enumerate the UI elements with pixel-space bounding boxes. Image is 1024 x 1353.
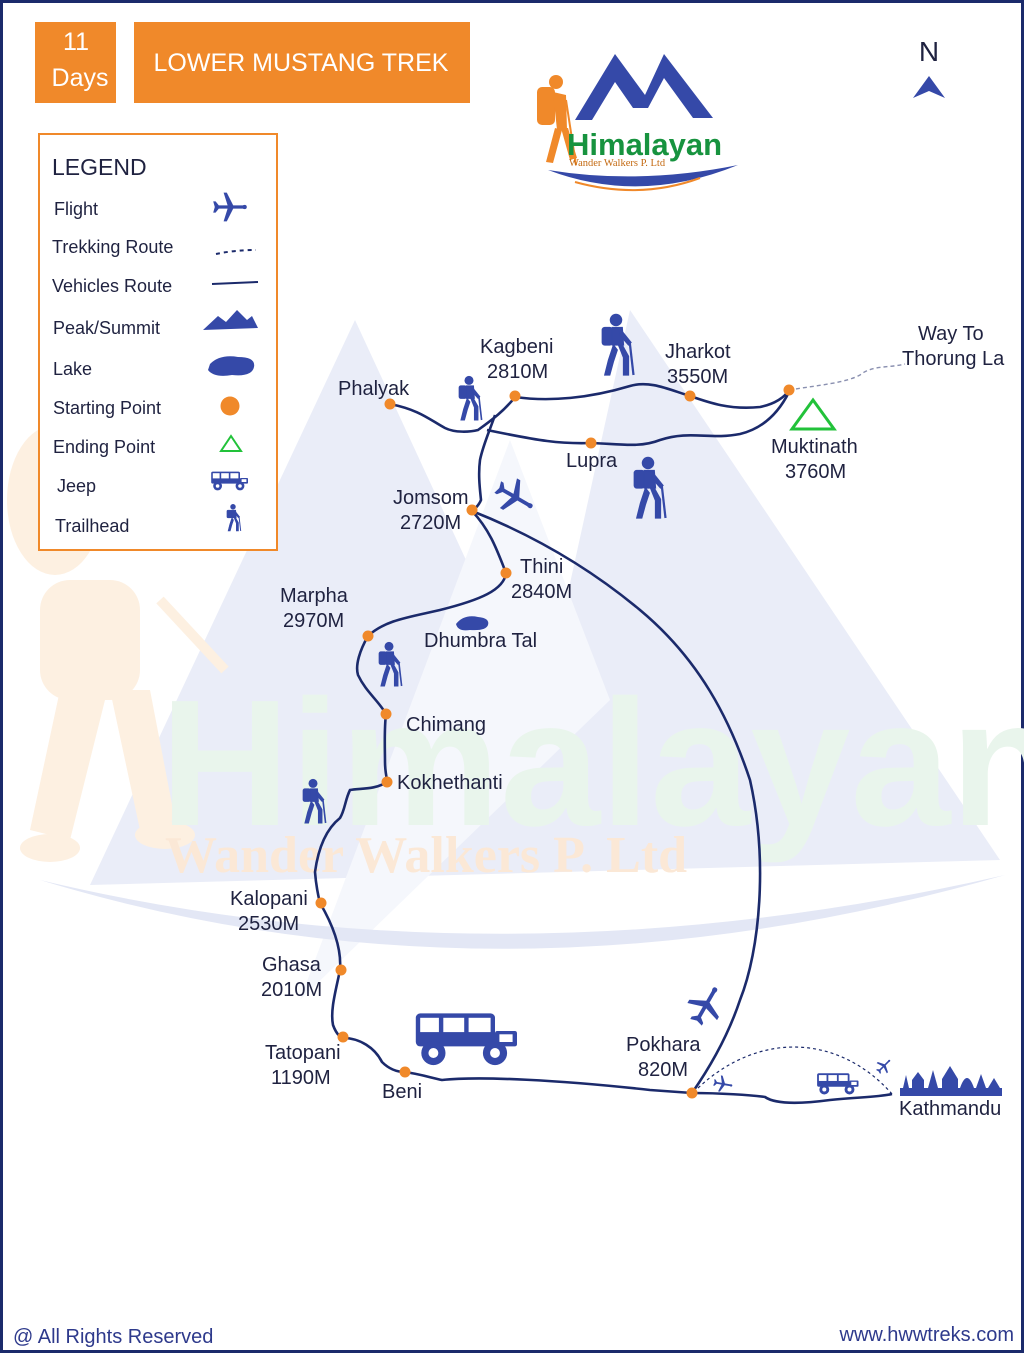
place-label: Chimang [406, 714, 486, 736]
lake-icon [456, 616, 489, 631]
place-label: Lupra [566, 450, 618, 472]
altitude-label: 2530M [238, 913, 299, 935]
copyright-text: @ All Rights Reserved [13, 1326, 213, 1348]
place-label: Dhumbra Tal [424, 630, 537, 652]
north-arrow: N [913, 36, 945, 98]
legend-item-label: Flight [54, 199, 98, 219]
flight-arc [697, 1046, 893, 1095]
place-label: Kagbeni [480, 336, 553, 358]
way-to-thorung-route [788, 363, 906, 391]
legend-title: LEGEND [52, 154, 147, 180]
ending-point-triangle-icon [789, 397, 837, 431]
place-label: Jharkot [665, 341, 731, 363]
place-label: Marpha [280, 585, 349, 607]
place-label: Thini [520, 556, 563, 578]
place-label: Kalopani [230, 888, 308, 910]
legend-item-label: Ending Point [53, 437, 155, 457]
watermark-hiker [7, 425, 229, 862]
legend-item-label: Trekking Route [52, 237, 173, 257]
north-label: N [919, 36, 939, 67]
logo-hiker-icon [537, 75, 577, 166]
legend-item-label: Starting Point [53, 398, 161, 418]
kathmandu-skyline-icon [900, 1066, 1002, 1096]
title-banner: LOWER MUSTANG TREK [134, 22, 470, 103]
north-arrow-icon [913, 76, 945, 98]
place-label: Jomsom [393, 487, 469, 509]
watermark-mountains [40, 310, 1005, 1000]
place-label: Tatopani [265, 1042, 341, 1064]
logo-name: Himalayan [567, 127, 722, 162]
logo-tagline: Wander Walkers P. Ltd [569, 158, 666, 169]
altitude-label: 2720M [400, 512, 461, 534]
place-label: Phalyak [338, 378, 410, 400]
svg-text:Wander Walkers P. Ltd: Wander Walkers P. Ltd [165, 827, 687, 884]
legend-item-label: Lake [53, 359, 92, 379]
lake-icon [208, 356, 255, 376]
page-title: LOWER MUSTANG TREK [154, 49, 449, 77]
legend-item-label: Vehicles Route [52, 276, 172, 296]
place-label: Ghasa [262, 954, 322, 976]
route-points [315, 384, 795, 1099]
orange-dot-icon [220, 396, 240, 416]
altitude-label: 2810M [487, 361, 548, 383]
dashed-line-icon [215, 249, 257, 255]
days-badge: 11 Days [35, 22, 116, 103]
watermark-text: Himalayan Wander Walkers P. Ltd [160, 663, 1024, 884]
place-label: Pokhara [626, 1034, 701, 1056]
altitude-label: 820M [638, 1059, 688, 1081]
altitude-label: 2840M [511, 581, 572, 603]
solid-line-icon [211, 281, 259, 285]
days-word: Days [52, 64, 109, 92]
company-logo: Himalayan Wander Walkers P. Ltd [537, 54, 738, 192]
altitude-label: 2010M [261, 979, 322, 1001]
place-label: Thorung La [902, 348, 1005, 370]
place-label: Beni [382, 1081, 422, 1103]
place-label: Kathmandu [899, 1098, 1001, 1120]
mountain-icon [203, 310, 258, 330]
altitude-label: 3550M [667, 366, 728, 388]
days-number: 11 [63, 28, 89, 56]
legend-item-label: Trailhead [55, 516, 129, 536]
legend-item-label: Jeep [57, 476, 96, 496]
website-link[interactable]: www.hwwtreks.com [839, 1324, 1014, 1346]
place-label: Kokhethanti [397, 772, 503, 794]
altitude-label: 2970M [283, 610, 344, 632]
place-label: Way To [918, 323, 984, 345]
legend-item-label: Peak/Summit [53, 318, 160, 338]
altitude-label: 1190M [271, 1067, 331, 1089]
legend: LEGEND Flight Trekking Route Vehicles Ro… [38, 133, 278, 551]
triangle-icon [219, 434, 243, 452]
place-label: Muktinath [771, 436, 858, 458]
svg-text:Himalayan: Himalayan [160, 663, 1024, 864]
altitude-label: 3760M [785, 461, 846, 483]
